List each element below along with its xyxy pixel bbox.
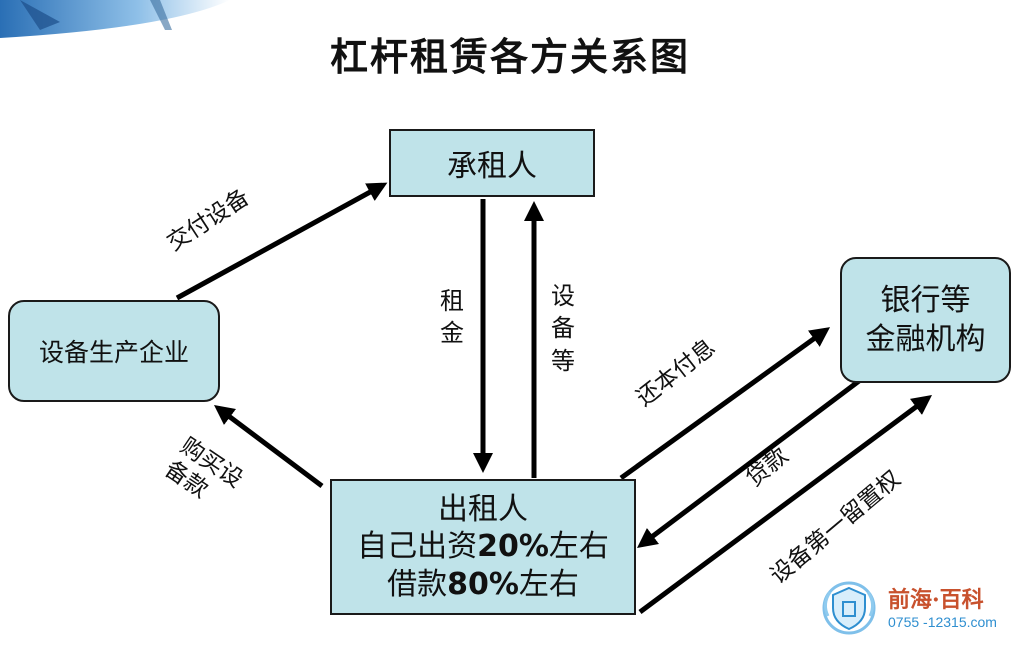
edge-label-equipment-etc: 设备等 bbox=[551, 282, 575, 375]
node-manufacturer-label: 设备生产企业 bbox=[38, 338, 189, 367]
node-lessee-label: 承租人 bbox=[447, 149, 537, 184]
watermark: 前海·百科 0755 -12315.com bbox=[818, 578, 1018, 638]
edge-label-repay: 还本付息 bbox=[631, 334, 721, 412]
node-lessor-label-line2: 自己出资20%左右 bbox=[357, 528, 609, 566]
node-lessor-label-line3: 借款80%左右 bbox=[387, 566, 579, 604]
lessor-own-funds-percent: 20% bbox=[477, 529, 549, 565]
edge-label-deliver-equipment: 交付设备 bbox=[162, 184, 254, 257]
lessor-borrow-text: 借款 bbox=[387, 566, 448, 602]
node-bank-label-line1: 银行等 bbox=[880, 283, 971, 318]
watermark-phone: 0755 -12315.com bbox=[888, 614, 997, 630]
node-lessor-label-line1: 出租人 bbox=[438, 491, 528, 527]
node-bank-label-line2: 金融机构 bbox=[865, 322, 986, 357]
lessor-borrow-approx: 左右 bbox=[518, 566, 579, 602]
edge-label-purchase-payment: 购买设备款 bbox=[160, 433, 248, 504]
node-bank: 银行等 金融机构 bbox=[840, 257, 1011, 383]
watermark-logo-icon bbox=[822, 581, 876, 635]
diagram-title: 杠杆租赁各方关系图 bbox=[329, 35, 690, 79]
lessor-own-funds-approx: 左右 bbox=[548, 529, 609, 565]
edge-label-first-lien: 设备第一留置权 bbox=[765, 465, 906, 590]
node-lessee: 承租人 bbox=[389, 129, 595, 197]
edge-label-loan: 贷款 bbox=[741, 442, 794, 493]
corner-decoration bbox=[0, 0, 230, 38]
lessor-borrow-percent: 80% bbox=[447, 566, 519, 602]
watermark-name: 前海·百科 bbox=[888, 587, 984, 613]
node-manufacturer: 设备生产企业 bbox=[8, 300, 220, 402]
lessor-own-funds-text: 自己出资 bbox=[357, 529, 478, 565]
edge-label-rent: 租金 bbox=[440, 287, 464, 348]
node-lessor: 出租人 自己出资20%左右 借款80%左右 bbox=[330, 479, 636, 615]
